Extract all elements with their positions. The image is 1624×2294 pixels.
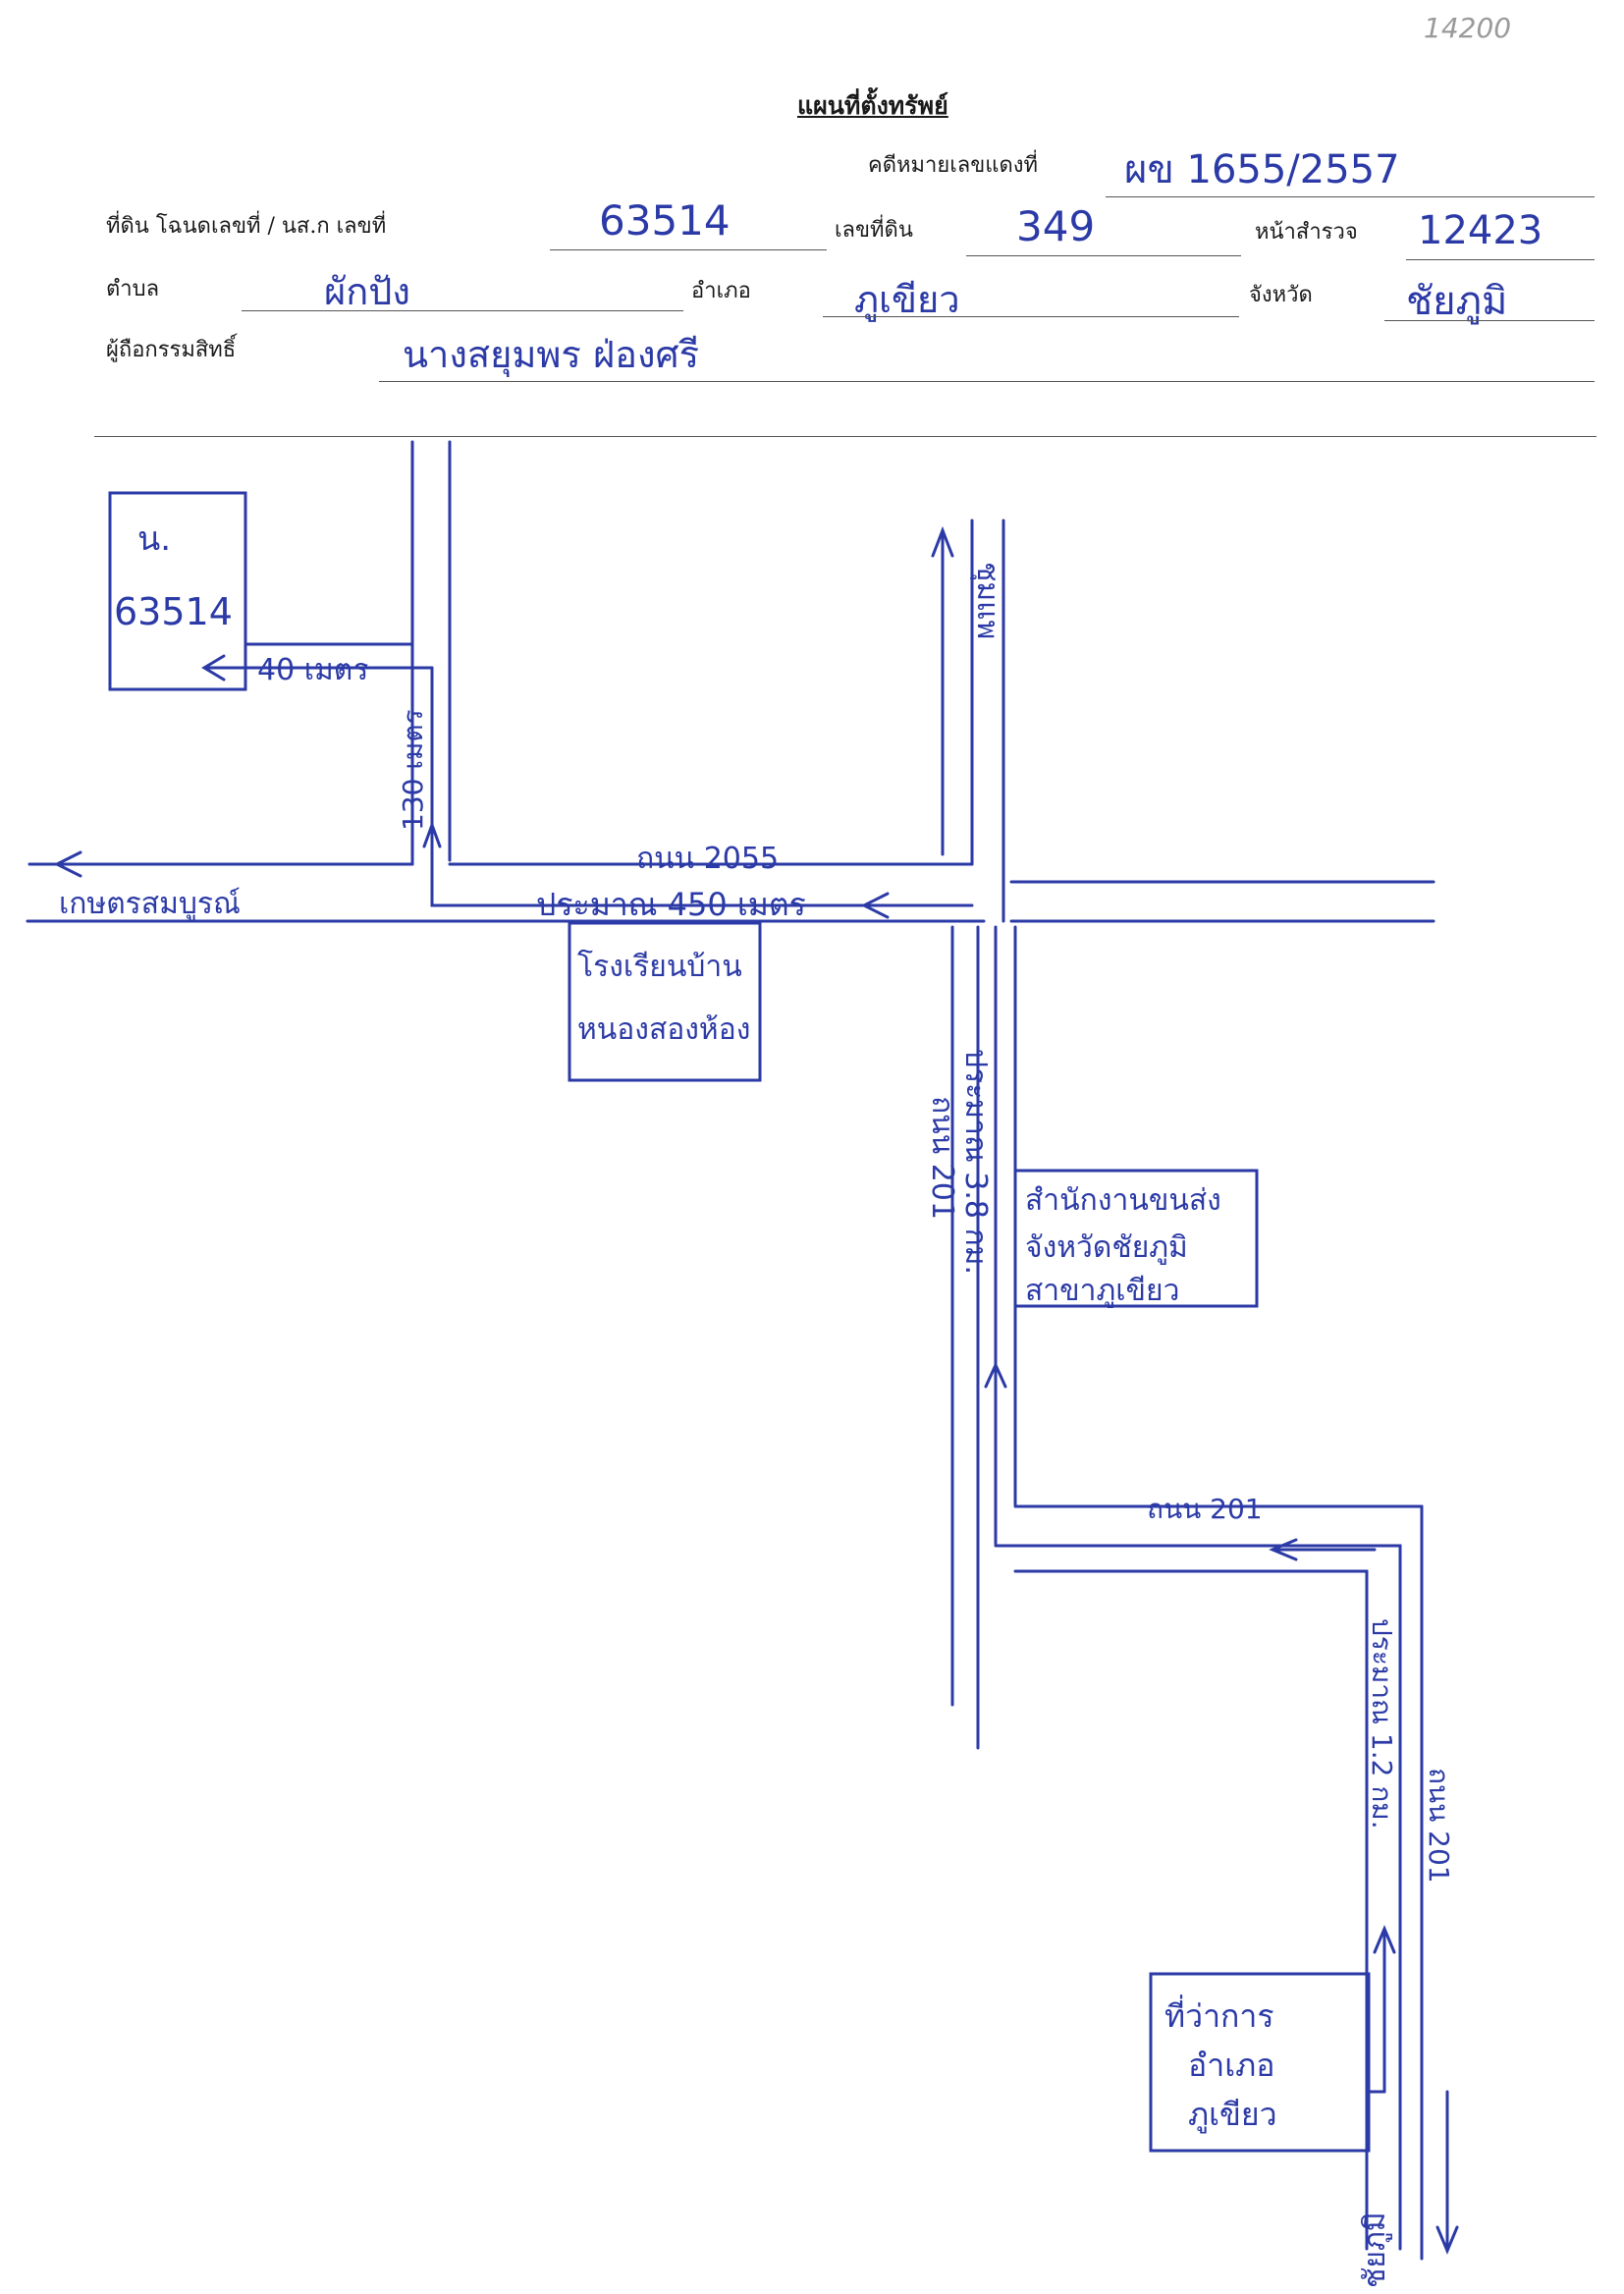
owner-label: ผู้ถือกรรมสิทธิ์	[106, 338, 237, 362]
survey-page-value: 12423	[1418, 208, 1543, 253]
transport-office-line-3: สาขาภูเขียว	[1025, 1274, 1179, 1308]
district-label: อำเภอ	[691, 279, 751, 303]
case-underline	[1106, 196, 1595, 197]
province-value: ชัยภูมิ	[1406, 279, 1508, 324]
subdistrict-value: ผักปัง	[324, 270, 410, 313]
district-underline	[823, 316, 1239, 317]
district-office-line-1: ที่ว่าการ	[1164, 1994, 1274, 2035]
school-box	[568, 921, 762, 1082]
subdistrict-underline	[242, 310, 683, 311]
province-label: จังหวัด	[1249, 283, 1313, 307]
dir-kaeng: ชุมแพ	[969, 562, 1004, 639]
parcel-number: 63514	[114, 590, 233, 633]
corner-number: 14200	[1424, 12, 1512, 44]
district-office-line-3: ภูเขียว	[1188, 2096, 1277, 2134]
deed-value: 63514	[599, 196, 731, 245]
arrow-450m-head	[860, 892, 890, 919]
page-title: แผนที่ตั้งทรัพย์	[797, 91, 948, 120]
school-line-1: โรงเรียนบ้าน	[577, 949, 742, 984]
header-separator	[94, 436, 1597, 437]
arrow-lower-head	[1373, 1925, 1396, 1954]
parcel-box	[108, 491, 247, 691]
arrow-kaeng-head	[931, 525, 954, 558]
parcel-label: น.	[137, 519, 171, 559]
case-label: คดีหมายเลขแดงที่	[868, 153, 1039, 178]
deed-underline	[550, 249, 827, 250]
land-no-underline	[966, 255, 1241, 256]
road-2055-label: ถนน 2055	[636, 842, 779, 876]
dir-chaiyaphum: ชัยภูมิ	[1358, 2212, 1392, 2289]
deed-label: ที่ดิน โฉนดเลขที่ / นส.ก เลขที่	[106, 214, 387, 239]
district-value: ภูเขียว	[854, 278, 960, 321]
road-201-vertical-label: ถนน 201	[925, 1096, 959, 1220]
arrow-chaiyaphum-head	[1435, 2225, 1459, 2255]
transport-office-line-2: จังหวัดชัยภูมิ	[1025, 1230, 1188, 1265]
arrow-kaset-head	[53, 850, 82, 878]
arrow-450m	[430, 882, 974, 907]
owner-value: นางสยุมพร ฝ่องศรี	[403, 333, 700, 376]
land-no-value: 349	[1016, 202, 1096, 250]
subdistrict-label: ตำบล	[106, 277, 160, 301]
transport-office-line-1: สำนักงานขนส่ง	[1025, 1183, 1221, 1218]
land-no-label: เลขที่ดิน	[835, 218, 913, 243]
case-value: ผข 1655/2557	[1124, 147, 1400, 192]
road-201-east-outer	[994, 1544, 1402, 2251]
province-underline	[1384, 320, 1595, 321]
arrow-130m-head	[422, 820, 442, 848]
dist-3-8km: ประมาณ 3.8 กม.	[958, 1049, 993, 1275]
transport-office-box	[1013, 1169, 1259, 1308]
road-201-horizontal-label: ถนน 201	[1147, 1493, 1263, 1525]
dist-450m: ประมาณ 450 เมตร	[536, 886, 806, 923]
dist-1-2km: ประมาณ 1.2 กม.	[1366, 1618, 1398, 1830]
district-office-box	[1149, 1972, 1371, 2153]
dir-kaset: เกษตรสมบูรณ์	[59, 887, 241, 921]
survey-page-underline	[1406, 259, 1595, 260]
dist-40m: 40 เมตร	[257, 653, 368, 687]
arrow-1-2km-head	[1269, 1538, 1298, 1561]
arrow-40m-head	[201, 654, 226, 682]
road-201-lower-label: ถนน 201	[1423, 1768, 1455, 1884]
district-office-line-2: อำเภอ	[1188, 2047, 1274, 2084]
owner-underline	[379, 381, 1595, 382]
school-line-2: หนองสองห้อง	[577, 1012, 750, 1047]
arrow-3-8km-head	[984, 1361, 1007, 1389]
road-201-east-inner	[1013, 1569, 1369, 2251]
dist-130m: 130 เมตร	[397, 709, 429, 831]
survey-page-label: หน้าสำรวจ	[1255, 220, 1358, 245]
